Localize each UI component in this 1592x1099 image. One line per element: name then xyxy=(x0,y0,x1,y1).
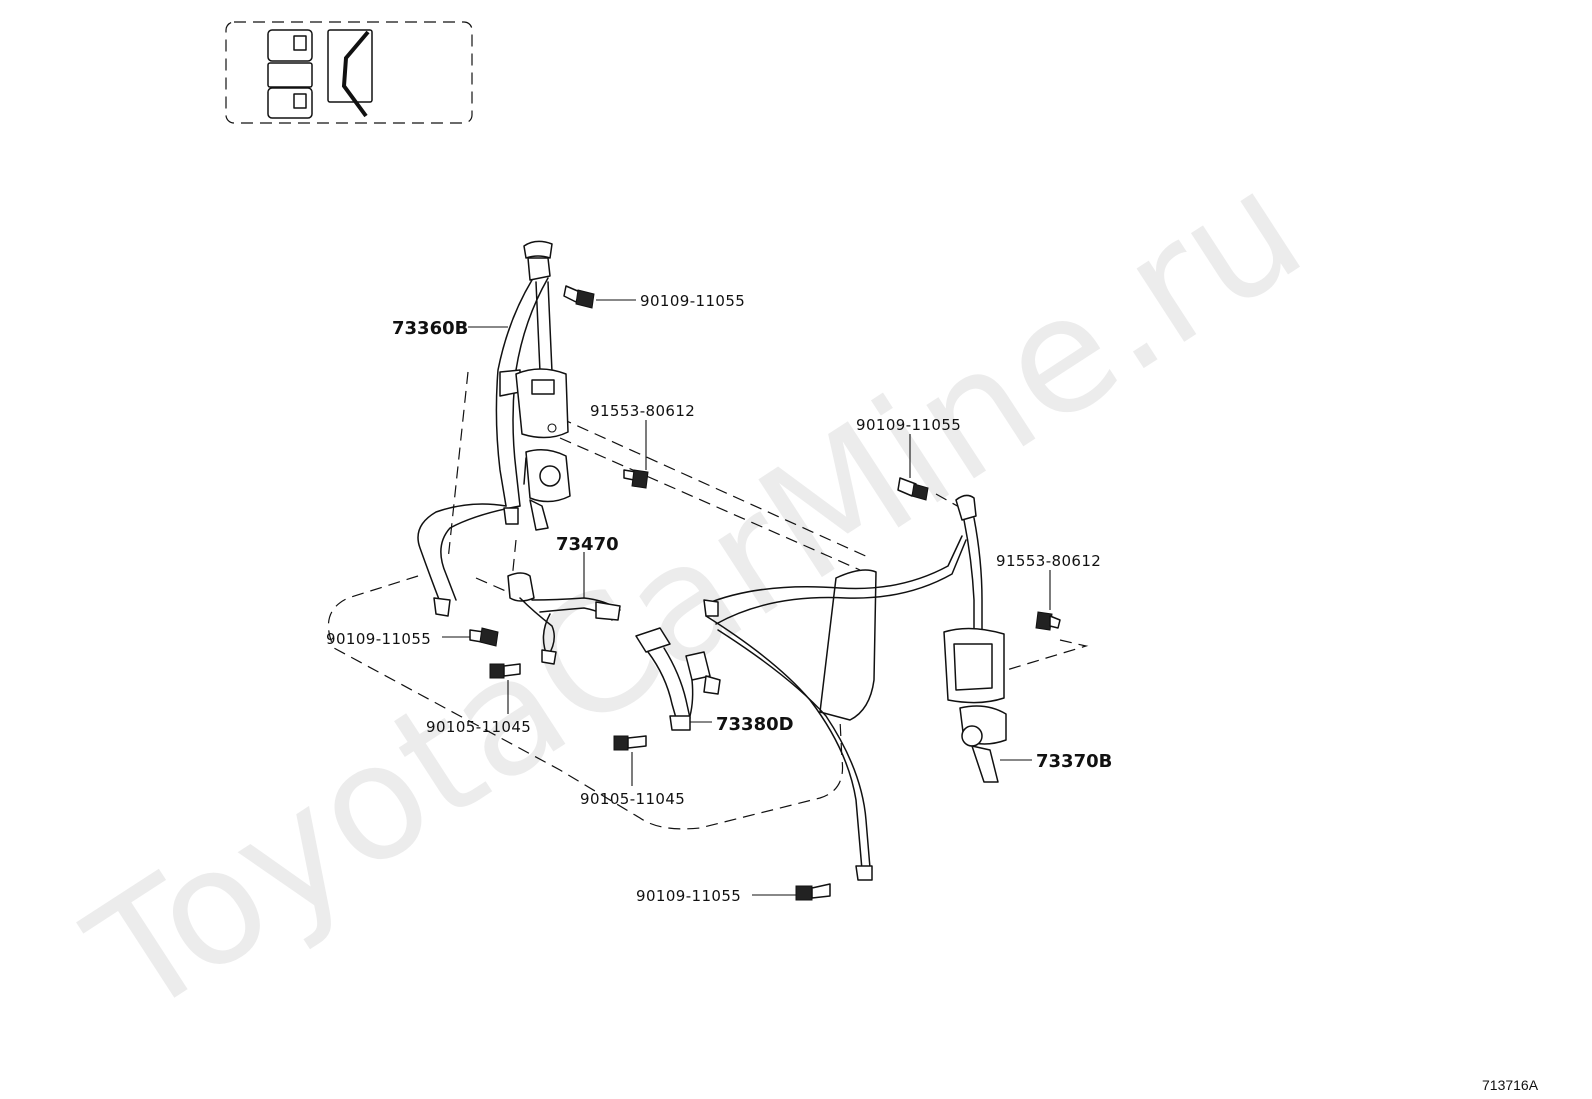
label-screw-right: 91553-80612 xyxy=(996,552,1101,570)
label-bolt-floor-right: 90105-11045 xyxy=(580,790,685,808)
left-outer-belt-assembly xyxy=(417,240,571,617)
bolt-bottom-icon xyxy=(795,883,831,901)
leader-lines xyxy=(442,299,1051,896)
watermark-text: ToyotaCarMine.ru xyxy=(58,134,1333,1053)
center-buckle-right xyxy=(635,627,721,731)
right-outer-belt-assembly xyxy=(943,494,1007,783)
seat-layout-icon xyxy=(267,29,373,119)
screw-left-icon xyxy=(623,469,649,489)
label-bolt-upper-right: 90109-11055 xyxy=(856,416,961,434)
bolt-floor-right-icon xyxy=(613,735,647,751)
label-73470: 73470 xyxy=(556,534,619,555)
locator-inset xyxy=(225,21,473,124)
bolt-upper-right-icon xyxy=(897,477,929,501)
figure-code: 713716A xyxy=(1482,1077,1539,1093)
label-bolt-upper-left: 90109-11055 xyxy=(640,292,745,310)
fasteners xyxy=(469,285,1061,901)
right-belt-assembly xyxy=(703,535,967,881)
bolt-upper-left-icon xyxy=(563,285,595,309)
screw-right-icon xyxy=(1035,611,1061,631)
label-73380D: 73380D xyxy=(716,714,794,735)
bolt-floor-left-icon xyxy=(489,663,521,679)
label-73370B: 73370B xyxy=(1036,751,1112,772)
seat-outline xyxy=(327,371,1089,830)
part-labels: 90109-11055 73360B 91553-80612 90109-110… xyxy=(326,292,1112,905)
label-bolt-bottom: 90109-11055 xyxy=(636,887,741,905)
label-73360B: 73360B xyxy=(392,318,468,339)
label-bolt-left-mid: 90109-11055 xyxy=(326,630,431,648)
label-screw-left: 91553-80612 xyxy=(590,402,695,420)
center-buckle-assembly xyxy=(507,572,621,665)
label-bolt-floor-left: 90105-11045 xyxy=(426,718,531,736)
